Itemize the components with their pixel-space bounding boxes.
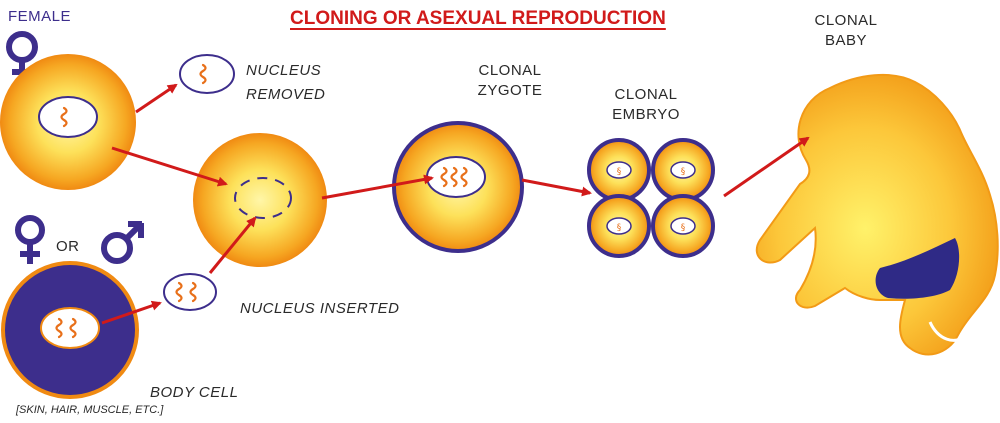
label-nucleus-removed-1: NUCLEUS bbox=[246, 62, 322, 79]
label-or: OR bbox=[56, 238, 80, 255]
svg-text:§: § bbox=[617, 167, 622, 177]
arrow-body-cell-to-nucleus bbox=[101, 300, 162, 325]
label-clonal-embryo-1: CLONAL bbox=[614, 86, 678, 103]
male-symbol-icon bbox=[101, 221, 144, 264]
label-clonal-zygote-1: CLONAL bbox=[478, 62, 542, 79]
arrow-zygote-to-embryo bbox=[521, 178, 592, 197]
inserted-nucleus bbox=[163, 273, 217, 311]
svg-text:§: § bbox=[617, 223, 622, 233]
label-body-cell-examples: [SKIN, HAIR, MUSCLE, ETC.] bbox=[16, 404, 164, 416]
clonal-embryo: § § § § bbox=[587, 138, 715, 258]
removed-nucleus bbox=[179, 54, 235, 94]
label-clonal-embryo-2: EMBRYO bbox=[612, 106, 680, 123]
female-symbol-icon bbox=[15, 215, 45, 264]
embryo-cell: § bbox=[587, 194, 651, 258]
label-nucleus-inserted: NUCLEUS INSERTED bbox=[240, 300, 400, 317]
label-clonal-zygote-2: ZYGOTE bbox=[477, 82, 543, 99]
embryo-cell: § bbox=[651, 138, 715, 202]
arrows bbox=[101, 83, 810, 325]
arrow-egg-to-enucleated bbox=[111, 146, 228, 187]
female-egg-cell bbox=[0, 54, 136, 190]
body-cell bbox=[1, 261, 139, 399]
clonal-baby bbox=[755, 73, 999, 356]
arrow-embryo-to-baby bbox=[723, 136, 810, 198]
label-female: FEMALE bbox=[8, 8, 72, 25]
label-clonal-baby-1: CLONAL bbox=[814, 12, 878, 29]
arrow-egg-to-zygote bbox=[321, 174, 434, 200]
clonal-zygote bbox=[392, 121, 524, 253]
diagram-title: CLONING OR ASEXUAL REPRODUCTION bbox=[290, 8, 666, 29]
embryo-cell: § bbox=[587, 138, 651, 202]
arrow-egg-to-removed-nucleus bbox=[135, 83, 178, 114]
arrow-nucleus-into-egg bbox=[208, 216, 257, 274]
embryo-cell: § bbox=[651, 194, 715, 258]
enucleated-egg-cell bbox=[193, 133, 327, 267]
svg-text:§: § bbox=[681, 167, 686, 177]
label-clonal-baby-2: BABY bbox=[824, 32, 868, 49]
label-nucleus-removed-2: REMOVED bbox=[246, 86, 326, 103]
svg-text:§: § bbox=[681, 223, 686, 233]
label-body-cell: BODY CELL bbox=[150, 384, 239, 401]
